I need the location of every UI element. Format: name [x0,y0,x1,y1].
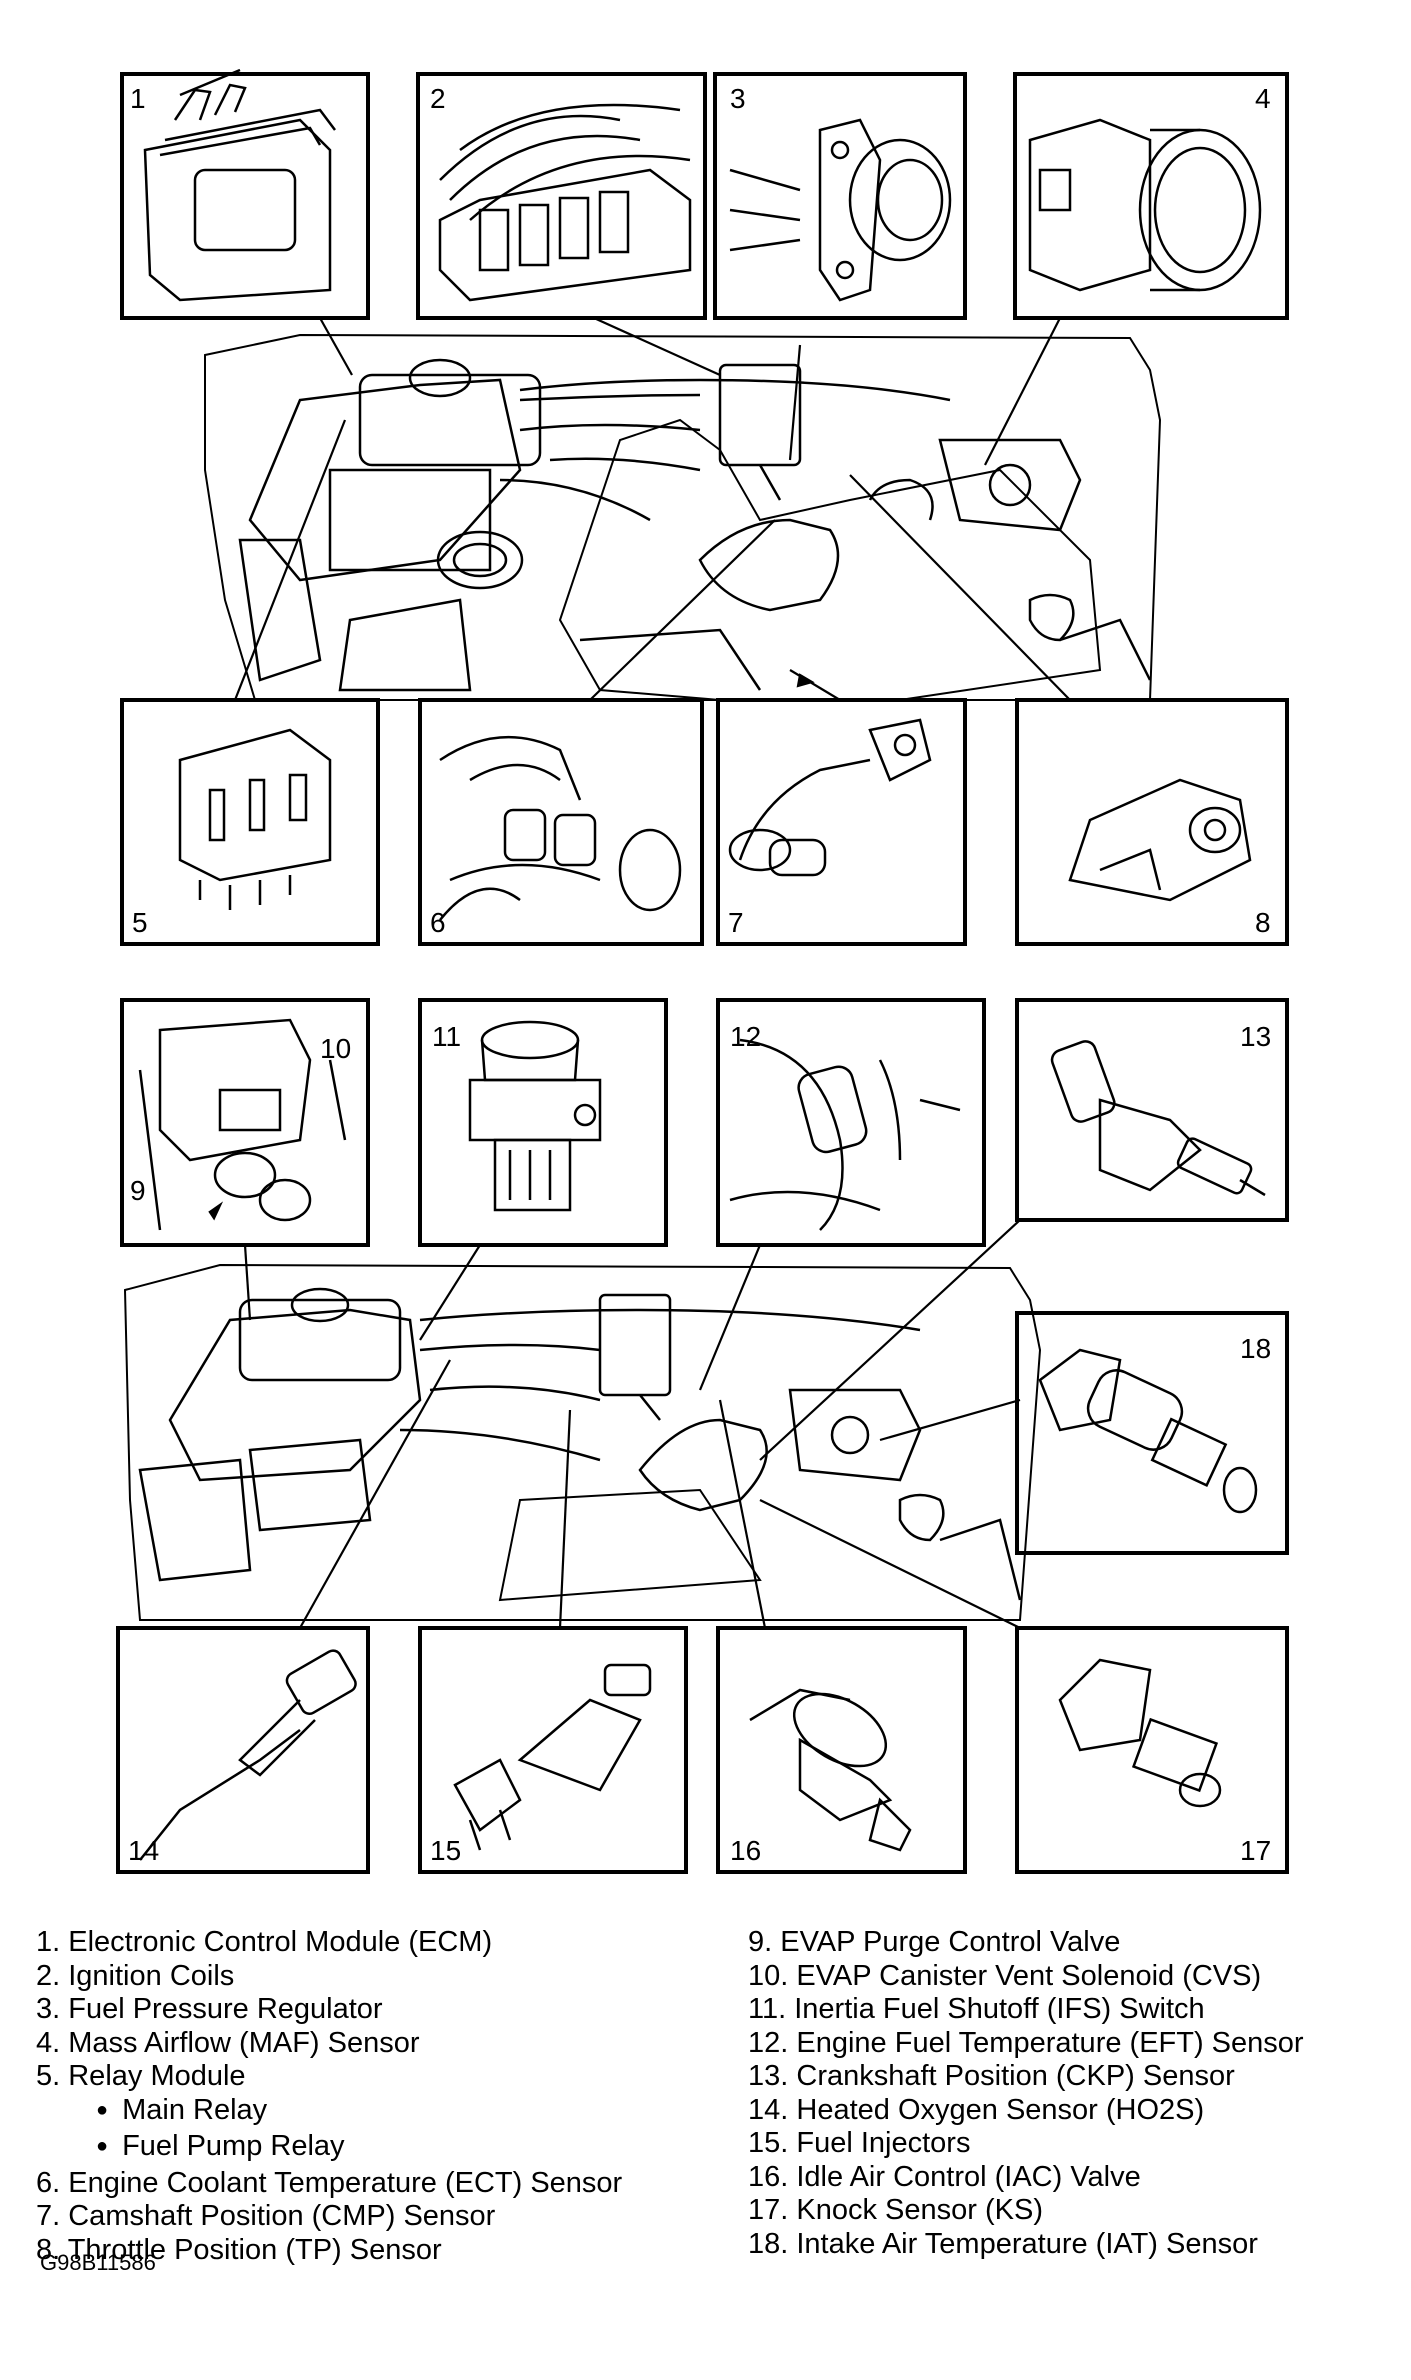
panel-frames [116,72,1289,1874]
evap-purge-valve-illustration [138,1018,347,1231]
callout-numbers: 1 2 3 4 5 6 7 8 9 10 11 12 13 18 14 15 1… [128,83,1271,1866]
knock-sensor-illustration [1058,1658,1222,1808]
legend-item-4: 4. Mass Airflow (MAF) Sensor [36,2026,420,2059]
legend-item-6: 6. Engine Coolant Temperature (ECT) Sens… [36,2166,623,2199]
legend-item-12: 12. Engine Fuel Temperature (EFT) Sensor [748,2026,1304,2059]
callout-2: 2 [430,83,446,114]
relay-module-illustration [178,728,332,910]
engine-bay-top [204,333,1162,701]
iac-valve-illustration [749,1688,912,1852]
maf-sensor-illustration [1028,118,1262,292]
figure-code: G98B11586 [40,2250,156,2275]
ifs-switch-illustration [468,1020,602,1212]
eft-sensor-illustration [729,1038,961,1231]
callout-1: 1 [130,83,146,114]
callout-9: 9 [130,1175,146,1206]
engine-bay-bottom [123,1263,1042,1621]
fuel-pressure-regulator-illustration [729,118,952,302]
callout-11: 11 [432,1021,461,1052]
legend-item-2: 2. Ignition Coils [36,1959,235,1992]
callout-16: 16 [730,1835,761,1866]
callout-5: 5 [132,907,148,938]
callout-7: 7 [728,907,744,938]
callout-8: 8 [1255,907,1271,938]
legend-item-5-fuel-pump-relay: Fuel Pump Relay [36,2130,622,2167]
callout-6: 6 [430,907,446,938]
callout-17: 17 [1240,1835,1271,1866]
legend-item-5: 5. Relay Module [36,2060,246,2092]
callout-14: 14 [128,1835,159,1866]
callout-12: 12 [730,1021,761,1052]
legend-item-5-main-relay: Main Relay [36,2094,622,2131]
ect-sensor-illustration [439,735,682,921]
legend-item-18: 18. Intake Air Temperature (IAT) Sensor [748,2227,1258,2260]
legend-item-7: 7. Camshaft Position (CMP) Sensor [36,2200,496,2232]
legend-item-10: 10. EVAP Canister Vent Solenoid (CVS) [748,1959,1262,1992]
ignition-coils-illustration [438,103,692,302]
fuel-injector-illustration [453,1663,652,1851]
leader-lines [233,316,1071,1629]
ho2s-illustration [139,1649,357,1861]
ecm-illustration [143,68,336,302]
legend-item-15: 15. Fuel Injectors [748,2127,971,2159]
legend-item-17: 17. Knock Sensor (KS) [748,2194,1043,2226]
legend-item-11: 11. Inertia Fuel Shutoff (IFS) Switch [748,1993,1205,2025]
iat-sensor-illustration [1038,1348,1258,1514]
legend-item-1: 1. Electronic Control Module (ECM) [36,1926,493,1958]
legend-item-16: 16. Idle Air Control (IAC) Valve [748,2160,1141,2193]
legend-item-13: 13. Crankshaft Position (CKP) Sensor [748,2060,1235,2092]
legend-item-14: 14. Heated Oxygen Sensor (HO2S) [748,2093,1205,2126]
callout-18: 18 [1240,1333,1271,1364]
callout-3: 3 [730,83,746,114]
legend-item-3: 3. Fuel Pressure Regulator [36,1993,383,2025]
callout-4: 4 [1255,83,1271,114]
cmp-sensor-illustration [728,718,932,877]
legend-left-column: 1. Electronic Control Module (ECM) 2. Ig… [36,1926,622,2267]
callout-15: 15 [430,1835,461,1866]
legend-item-8: 8. Throttle Position (TP) Sensor [36,2233,442,2266]
callout-13: 13 [1240,1021,1271,1052]
legend-item-9: 9. EVAP Purge Control Valve [748,1926,1121,1958]
tp-sensor-illustration [1068,778,1252,902]
ckp-sensor-illustration [1050,1040,1266,1197]
callout-10: 10 [320,1033,351,1064]
legend-right-column: 9. EVAP Purge Control Valve 10. EVAP Can… [748,1926,1304,2261]
